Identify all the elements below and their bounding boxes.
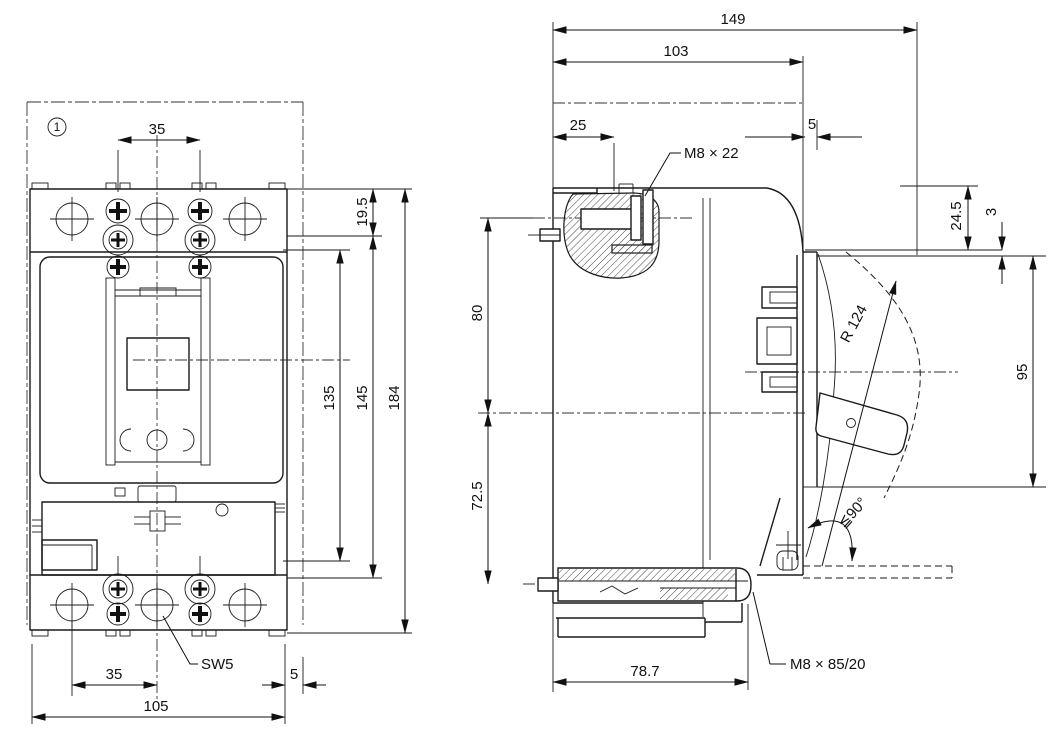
cover-plate-and-clips bbox=[756, 251, 818, 560]
dim-label-184: 184 bbox=[386, 385, 403, 410]
dim-label-19-5: 19.5 bbox=[354, 197, 371, 226]
side-centerlines bbox=[478, 102, 958, 585]
handle-and-sweep: R 124 bbox=[805, 251, 921, 567]
dim-label-r124: R 124 bbox=[837, 302, 871, 345]
dim-label-5-side: 5 bbox=[808, 116, 816, 133]
dim-label-105: 105 bbox=[143, 698, 168, 715]
dim-label-angle: ≦90° bbox=[835, 494, 871, 532]
bottom-bolt-section: M8 × 85/20 bbox=[537, 567, 865, 673]
side-view-dimensions: 149 103 25 5 80 72.5 24.5 3 bbox=[469, 11, 1037, 686]
side-extension-lines bbox=[480, 22, 1046, 692]
dim-label-103: 103 bbox=[663, 43, 688, 60]
dim-label-3: 3 bbox=[983, 208, 1000, 216]
dim-label-149: 149 bbox=[720, 11, 745, 28]
mounting-bracket-rotation: ≦90° bbox=[757, 494, 953, 579]
top-terminal-screws bbox=[50, 197, 267, 279]
dim-label-78-7: 78.7 bbox=[630, 663, 659, 680]
front-face-and-toggle bbox=[39, 256, 284, 484]
callout-sw5: SW5 bbox=[201, 656, 234, 673]
side-body bbox=[552, 187, 804, 638]
dim-label-25: 25 bbox=[570, 117, 587, 134]
side-view: R 124 ≦90° bbox=[469, 11, 1046, 692]
callout-m8x85: M8 × 85/20 bbox=[790, 656, 865, 673]
dim-label-5-bottom: 5 bbox=[290, 666, 298, 683]
bottom-terminal-screws bbox=[50, 556, 267, 627]
dim-label-24-5: 24.5 bbox=[948, 201, 965, 230]
dim-label-35-top: 35 bbox=[149, 121, 166, 138]
panel-cutout-phantom-lines bbox=[26, 101, 304, 625]
dim-label-72-5: 72.5 bbox=[469, 481, 486, 510]
dim-label-35-bottom: 35 bbox=[106, 666, 123, 683]
front-view: 1 bbox=[26, 101, 412, 724]
footnote-label: 1 bbox=[54, 120, 61, 134]
toggle-handle-front bbox=[126, 337, 190, 391]
dim-label-95: 95 bbox=[1014, 364, 1031, 381]
toggle-lever-side bbox=[815, 392, 909, 456]
callout-m8x22: M8 × 22 bbox=[684, 145, 739, 162]
footnote-marker: 1 bbox=[47, 117, 67, 137]
top-terminal-section: M8 × 22 bbox=[528, 145, 739, 279]
dim-label-135: 135 bbox=[321, 385, 338, 410]
adjuster-screw bbox=[149, 510, 166, 532]
dim-label-145: 145 bbox=[354, 385, 371, 410]
front-view-dimensions: 35 19.5 145 135 184 bbox=[31, 121, 412, 724]
dim-label-80: 80 bbox=[469, 305, 486, 322]
lower-accessory-panel bbox=[32, 485, 285, 576]
bottom-terminal-strip bbox=[29, 574, 288, 637]
top-terminal-strip bbox=[29, 182, 288, 253]
